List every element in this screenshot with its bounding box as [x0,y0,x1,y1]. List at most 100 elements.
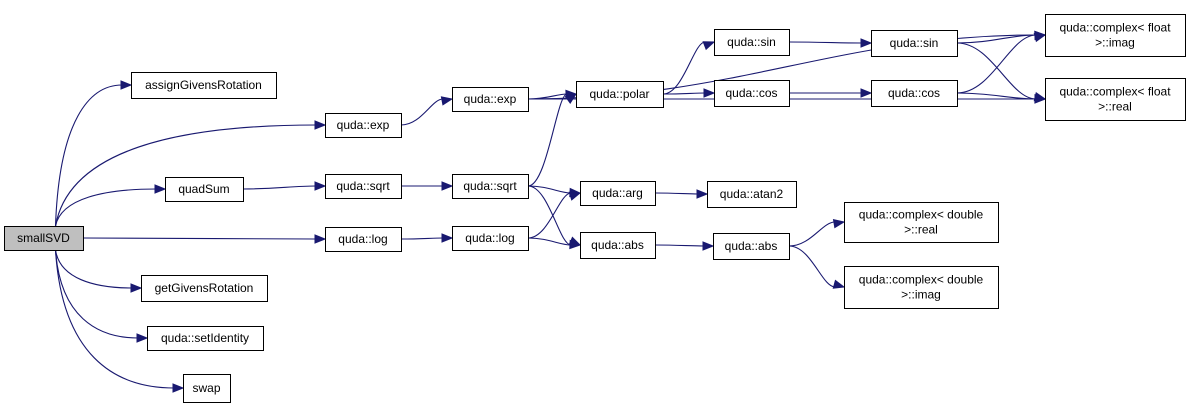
node-label: quda::sqrt [336,179,390,193]
node-cos2[interactable]: quda::cos [871,80,958,107]
node-arg[interactable]: quda::arg [580,181,656,206]
edge-sqrt2-to-arg [527,185,572,194]
node-abs1[interactable]: quda::abs [580,232,656,259]
edge-arg-to-atan2 [654,192,699,195]
node-fimag[interactable]: quda::complex< float>::imag [1045,14,1186,57]
node-dimag[interactable]: quda::complex< double>::imag [844,266,999,309]
node-cos1[interactable]: quda::cos [714,80,790,107]
node-sin1[interactable]: quda::sin [714,29,790,56]
node-log1[interactable]: quda::log [325,227,402,252]
node-box [1045,14,1186,57]
node-getGivensRotation[interactable]: getGivensRotation [141,275,268,302]
node-label: quda::complex< float [1059,21,1171,35]
arrowhead [154,184,167,194]
edge-sin1-to-sin2 [788,41,863,44]
edge-sqrt2-to-polar [527,93,568,187]
node-label: quda::atan2 [720,187,784,201]
node-box [871,80,958,107]
node-label: >::real [904,223,938,237]
edge-abs2-to-dimag [788,245,836,288]
node-label: >::real [1098,100,1132,114]
node-box [452,226,529,251]
node-label: quda::cos [725,86,777,100]
edge-smallSVD-to-setIdentity [54,249,139,339]
node-box [844,266,999,309]
node-label: quda::abs [591,238,644,252]
node-label: smallSVD [17,231,70,245]
arrowhead [314,181,327,191]
node-box [707,181,797,208]
edge-sin2-to-fimag [956,34,1037,44]
node-dreal[interactable]: quda::complex< double>::real [844,202,999,243]
node-box [714,80,790,107]
node-box [165,177,244,202]
node-label: quda::complex< double [859,208,984,222]
edge-polar-to-sin1 [662,41,706,95]
arrowhead [314,234,327,244]
arrowhead [130,283,143,293]
edge-log1-to-log2 [400,237,444,240]
edge-sin2-to-freal [956,42,1037,100]
edge-abs1-to-abs2 [654,244,705,247]
node-label: quda::arg [592,186,643,200]
node-log2[interactable]: quda::log [452,226,529,251]
node-box [325,227,402,252]
node-box [183,374,231,403]
node-box [580,232,656,259]
arrowhead [440,96,454,106]
node-abs2[interactable]: quda::abs [713,233,790,260]
node-box [713,233,790,260]
edge-smallSVD-to-log1 [82,237,317,240]
edge-log2-to-abs1 [527,237,572,246]
edge-log2-to-arg [527,192,572,239]
arrowhead [1034,93,1047,104]
edge-smallSVD-to-quadSum [54,188,157,227]
arrowhead [564,93,578,104]
node-label: quda::complex< double [859,273,984,287]
node-label: quda::abs [725,239,778,253]
node-exp1[interactable]: quda::exp [325,113,402,138]
node-swap[interactable]: swap [183,374,231,403]
node-setIdentity[interactable]: quda::setIdentity [147,326,264,351]
node-smallSVD[interactable]: smallSVD [4,226,84,251]
node-box [325,174,402,199]
node-label: quda::sin [727,35,776,49]
node-label: quda::exp [337,118,390,132]
node-label: quadSum [178,182,229,196]
node-sqrt1[interactable]: quda::sqrt [325,174,402,199]
arrowhead [1033,32,1047,43]
edge-quadSum-to-sqrt1 [242,185,317,190]
arrowhead [314,120,327,130]
node-label: getGivensRotation [155,281,254,295]
node-freal[interactable]: quda::complex< float>::real [1045,78,1186,121]
arrowhead [832,279,846,289]
node-assignGivensRotation[interactable]: assignGivensRotation [131,72,277,99]
node-label: quda::complex< float [1059,85,1171,99]
call-nodes: smallSVD assignGivensRotation quadSum getGi… [4,14,1186,403]
node-box [844,202,999,243]
node-quadSum[interactable]: quadSum [165,177,244,202]
node-box [147,326,264,351]
edge-cos2-to-freal [956,92,1037,100]
node-sqrt2[interactable]: quda::sqrt [452,174,529,199]
edge-abs2-to-dreal [788,221,836,247]
arrowhead [860,88,873,98]
node-sin2[interactable]: quda::sin [871,30,958,57]
edge-cos2-to-fimag [956,34,1037,94]
arrowhead [441,233,454,243]
node-atan2[interactable]: quda::atan2 [707,181,797,208]
node-label: quda::cos [888,86,940,100]
arrowhead [569,239,582,250]
node-box [1045,78,1186,121]
node-exp2[interactable]: quda::exp [452,87,529,112]
node-polar[interactable]: quda::polar [576,81,664,108]
edge-exp1-to-exp2 [400,98,444,126]
edge-smallSVD-to-getGivensRotation [54,249,133,289]
node-label: quda::log [465,231,514,245]
node-label: quda::exp [464,92,517,106]
node-label: quda::setIdentity [161,331,249,345]
node-box [325,113,402,138]
node-label: >::imag [901,288,941,302]
node-box [714,29,790,56]
node-box [452,174,529,199]
